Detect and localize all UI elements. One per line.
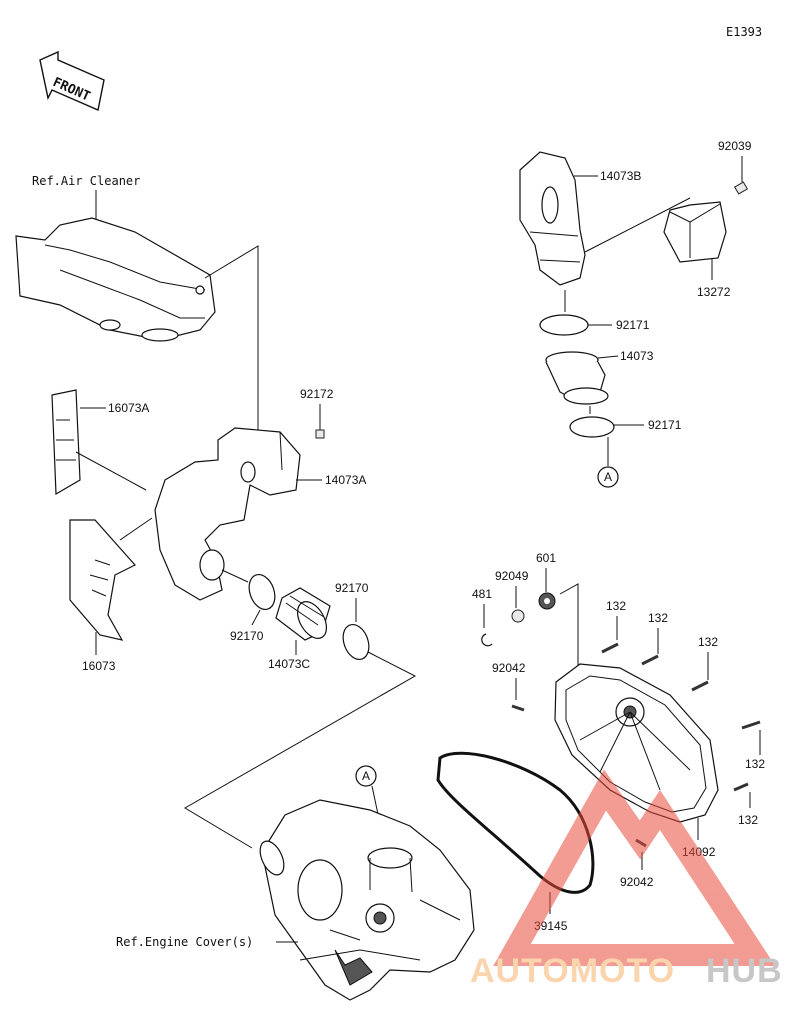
callout-132-a: 132 xyxy=(606,599,626,613)
callout-132-e: 132 xyxy=(738,813,758,827)
callout-92042-top: 92042 xyxy=(492,661,526,675)
callout-13272: 13272 xyxy=(697,285,731,299)
part-39145-gasket xyxy=(436,751,595,894)
callout-14073B: 14073B xyxy=(600,169,641,183)
part-14073C-boot xyxy=(275,587,331,641)
connector-a-bottom-label: A xyxy=(362,769,370,783)
part-92170-clamp-right xyxy=(342,623,370,661)
part-14073B-duct xyxy=(519,151,586,286)
ref-engine-cover-label: Ref.Engine Cover(s) xyxy=(116,935,253,949)
watermark-text-hub: HUB xyxy=(706,952,783,990)
callout-601: 601 xyxy=(536,551,556,565)
callout-92039: 92039 xyxy=(718,139,752,153)
part-13272-bracket xyxy=(663,201,727,263)
callout-92170-left: 92170 xyxy=(230,629,264,643)
part-14092-clutch-cover xyxy=(554,663,719,823)
part-92049-seal xyxy=(511,609,525,623)
part-14073-boot xyxy=(545,351,609,405)
part-92170-clamp-left xyxy=(248,573,276,611)
callout-16073: 16073 xyxy=(82,659,116,673)
callout-92170-right: 92170 xyxy=(335,581,369,595)
air-cleaner-housing xyxy=(15,217,216,342)
part-481-circlip xyxy=(481,633,493,647)
part-16073 xyxy=(69,519,136,641)
watermark-text-automoto: AUTOMOTO xyxy=(470,952,675,990)
callout-14073: 14073 xyxy=(620,349,654,363)
part-92171-clamp-bottom xyxy=(569,416,615,438)
callout-481: 481 xyxy=(472,587,492,601)
front-arrow-icon: FRONT xyxy=(39,50,105,111)
callout-92171-top: 92171 xyxy=(616,318,650,332)
callout-92042-bottom: 92042 xyxy=(620,875,654,889)
connector-a-top-label: A xyxy=(604,470,612,484)
ref-air-cleaner-label: Ref.Air Cleaner xyxy=(32,174,140,188)
part-92171-clamp-top xyxy=(539,314,589,336)
callout-132-d: 132 xyxy=(745,757,765,771)
callout-92171-bottom: 92171 xyxy=(648,418,682,432)
part-14073A-intake-duct xyxy=(154,427,301,601)
automotohub-watermark: AUTOMOTO HUB xyxy=(470,769,783,990)
callout-132-b: 132 xyxy=(648,611,668,625)
callout-14073A: 14073A xyxy=(325,473,366,487)
callout-16073A: 16073A xyxy=(108,401,149,415)
part-16073A xyxy=(51,389,81,496)
callout-132-c: 132 xyxy=(698,635,718,649)
automotohub-logo-icon xyxy=(493,769,776,966)
diagram-id: E1393 xyxy=(726,25,762,39)
callout-92049: 92049 xyxy=(495,569,529,583)
connector-a-top xyxy=(597,466,619,488)
callout-92172: 92172 xyxy=(300,387,334,401)
connector-a-bottom xyxy=(355,765,377,787)
callout-14073C: 14073C xyxy=(268,657,310,671)
engine-cover xyxy=(259,799,475,1001)
